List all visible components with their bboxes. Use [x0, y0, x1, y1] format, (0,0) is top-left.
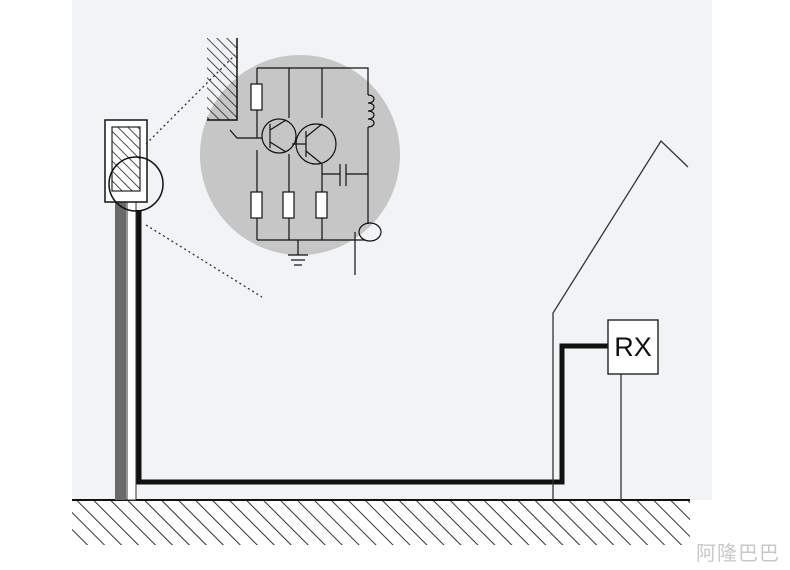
magnifier-projection-lines — [145, 54, 263, 298]
antenna-housing — [104, 119, 148, 203]
ground — [72, 499, 690, 545]
circuit-magnifier — [200, 38, 400, 275]
detail-marker-circle — [108, 156, 164, 212]
receiver-box — [607, 319, 659, 375]
antenna-mast — [115, 199, 137, 501]
house-outline — [552, 139, 689, 500]
diagram-background — [72, 0, 712, 500]
watermark-text: 阿隆巴巴 — [696, 541, 780, 565]
receiver-label: RX — [614, 332, 652, 362]
receiver-unit: RX — [607, 319, 659, 500]
coax-cable — [136, 210, 608, 485]
